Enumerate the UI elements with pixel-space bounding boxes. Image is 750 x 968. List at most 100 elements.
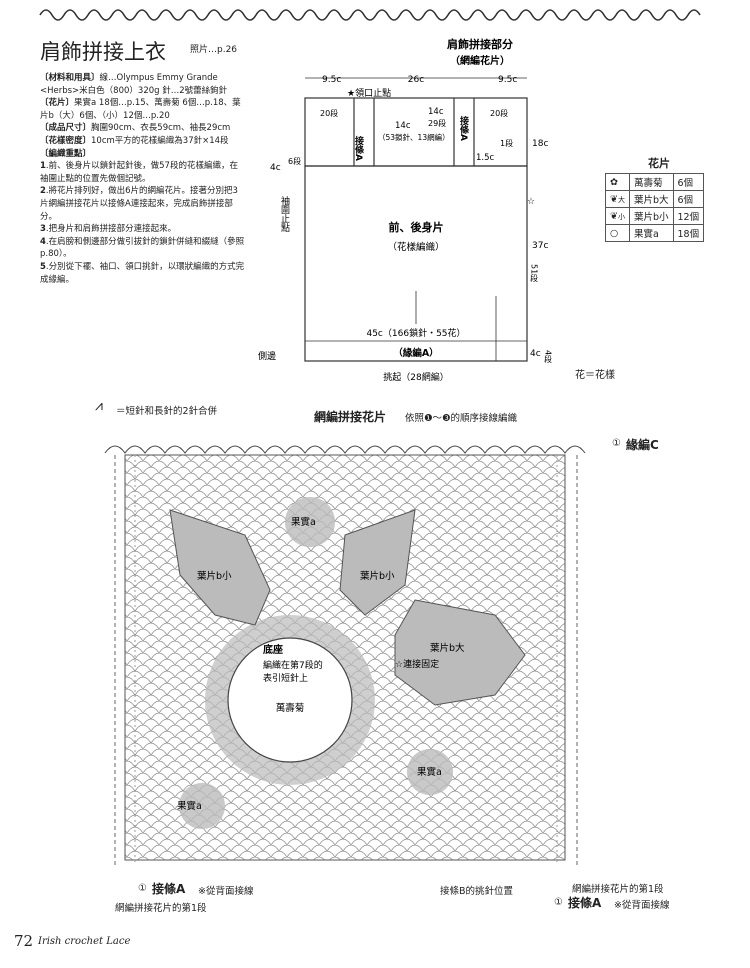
legend-name: 萬壽菊: [628, 173, 674, 191]
mesh-order-note: 依照❶～❸的順序接線編織: [405, 413, 518, 424]
hem-label: （緣編A）: [393, 347, 438, 359]
strip-a-left-num: ①: [138, 883, 147, 894]
star-mark: ☆: [527, 197, 535, 207]
rows-20-right: 20段: [490, 108, 508, 118]
rows-6: 6段: [288, 156, 301, 166]
symbol-note: ＝短針和長針的2針合併: [116, 406, 218, 417]
point-1-num: 1: [40, 161, 46, 172]
rows-1: 1段: [500, 138, 513, 148]
strip-a-right-note: ※從背面接線: [614, 900, 670, 911]
mesh-chart: 葉片b小 葉片b小 葉片b大 果實a 果實a 果實a 底座 編織在第7段的 表引…: [104, 445, 586, 865]
dim-14c: 14c: [395, 121, 411, 131]
strip-a-left-label: 接條A: [152, 882, 186, 896]
leaf-large-icon: ❦大: [605, 190, 630, 208]
point-4-num: 4: [40, 236, 46, 247]
fruit-motif: [407, 749, 453, 795]
decorative-border: [39, 9, 701, 21]
page-number: 72: [14, 932, 34, 950]
body-title: 前、後身片: [389, 220, 444, 234]
leaf-small-2-label: 葉片b小: [360, 570, 395, 582]
strip-a-right: 接條A: [458, 115, 469, 141]
page-title: 肩飾拼接上衣: [40, 40, 166, 64]
legend-qty: 12個: [672, 207, 705, 225]
point-5-num: 5: [40, 261, 46, 272]
edge-c-label: 緣編C: [626, 438, 659, 452]
rows-4: 4段: [544, 350, 553, 364]
legend-qty: 6個: [672, 190, 705, 208]
fruit-1-label: 果實a: [291, 516, 316, 528]
leaf-small-right: [339, 509, 416, 616]
base-note-1: 編織在第7段的: [263, 659, 323, 671]
neck-stop-label: ★領口止點: [347, 87, 391, 99]
point-4-text: .在肩膀和側邊部分做引拔針的鎖針併縫和綴縫（參照p.80）。: [40, 236, 245, 260]
row1-right-label: 網編拼接花片的第1段: [572, 884, 664, 895]
connect-label: ☆連接固定: [395, 658, 439, 670]
legend-row: ❦大 葉片b大 6個: [605, 190, 705, 208]
legend-note: 花＝花樣: [575, 370, 615, 381]
legend-qty: 18個: [672, 224, 705, 242]
dim-37c: 37c: [532, 241, 548, 251]
leaf-large: [394, 599, 526, 706]
legend-qty: 6個: [672, 173, 705, 191]
dim-4c-right: 4c: [530, 349, 541, 359]
garment-schematic: 肩飾拼接部分 （網編花片） 9.5c 26c 9.5c ★領口止點 20段 20…: [258, 37, 553, 383]
spec-block: 〔材料和用具〕線…Olympus Emmy Grande <Herbs>米白色（…: [40, 72, 245, 286]
armhole-label: 袖圍止點: [279, 195, 290, 233]
bottom-width: 45c（166鎖針・55花）: [366, 327, 465, 339]
fruit-motif: [179, 783, 225, 829]
leaf-small-1-label: 葉片b小: [197, 570, 232, 582]
fruit-motif: [285, 497, 335, 547]
dim-1-5c: 1.5c: [476, 153, 495, 163]
rows-29: 29段: [428, 118, 446, 128]
yoke-subtitle: （網編花片）: [450, 54, 510, 67]
materials-text: 線…Olympus Emmy Grande <Herbs>米白色（800）320…: [40, 73, 228, 96]
pickup-b-label: 接條B的挑針位置: [440, 886, 514, 897]
legend-row: ✿ 萬壽菊 6個: [605, 173, 705, 191]
point-3-num: 3: [40, 224, 46, 235]
points-label: 〔編織重點〕: [40, 148, 92, 159]
dim-18c: 18c: [532, 139, 548, 149]
strip-a-right-num: ①: [554, 897, 563, 908]
legend-name: 葉片b小: [628, 207, 674, 225]
pickup-label: 挑起（28網編）: [383, 371, 448, 383]
base-label: 底座: [263, 643, 283, 656]
point-5-text: .分別從下襬、袖口、領口挑針，以環狀編織的方式完成緣編。: [40, 261, 245, 285]
leaf-large-label: 葉片b大: [430, 642, 465, 654]
mesh-title: 網編拼接花片: [314, 410, 387, 424]
legend-row: ❦小 葉片b小 12個: [605, 207, 705, 225]
gauge-label: 〔花樣密度〕: [40, 135, 92, 146]
size-text: 胸圍90cm、衣長59cm、袖長29cm: [91, 123, 231, 134]
width-left-label: 9.5c: [322, 75, 341, 85]
rows-51: 51段: [530, 264, 539, 283]
leaf-small-icon: ❦小: [605, 207, 630, 225]
strip-a-left: 接條A: [353, 135, 364, 161]
body-outline: [304, 165, 528, 362]
marigold-icon: ✿: [605, 173, 630, 191]
legend-title: 花片: [648, 157, 670, 170]
materials-label: 〔材料和用具〕: [40, 73, 100, 83]
width-right-label: 9.5c: [498, 75, 517, 85]
legend-row: ○ 果實a 18個: [605, 224, 705, 242]
photo-reference: 照片…p.26: [190, 45, 238, 55]
legend-name: 果實a: [628, 224, 674, 242]
fruit-2-label: 果實a: [417, 766, 442, 778]
yoke-title: 肩飾拼接部分: [447, 37, 513, 51]
size-label: 〔成品尺寸〕: [40, 123, 92, 134]
motifs-text: 果實a 18個…p.15、萬壽菊 6個…p.18、葉片b（大）6個、（小）12個…: [40, 98, 241, 121]
legend-name: 葉片b大: [628, 190, 674, 208]
footer-script: Irish crochet Lace: [38, 936, 131, 947]
fruit-icon: ○: [605, 224, 630, 242]
chain-count: （53鎖針、13網編）: [378, 132, 450, 142]
dim-4c-left: 4c: [270, 163, 281, 173]
strip-a-right-label: 接條A: [568, 896, 602, 910]
decrease-symbol-icon: ⩘: [95, 398, 103, 414]
strip-a-left-note: ※從背面接線: [198, 886, 254, 897]
marigold-label: 萬壽菊: [276, 702, 305, 714]
gauge-text: 10cm平方的花樣編織為37針×14段: [91, 135, 229, 146]
leaf-small-left: [169, 509, 271, 626]
point-3-text: .把身片和肩飾拼接部分連接起來。: [45, 224, 177, 235]
base-note-2: 表引短針上: [263, 672, 308, 684]
body-subtitle: （花樣編織）: [387, 241, 444, 253]
row1-left-label: 網編拼接花片的第1段: [115, 903, 207, 914]
point-1-text: .前、後身片以鎖針起針後，做57段的花樣編織，在袖圍止點的位置先做個記號。: [40, 161, 238, 184]
